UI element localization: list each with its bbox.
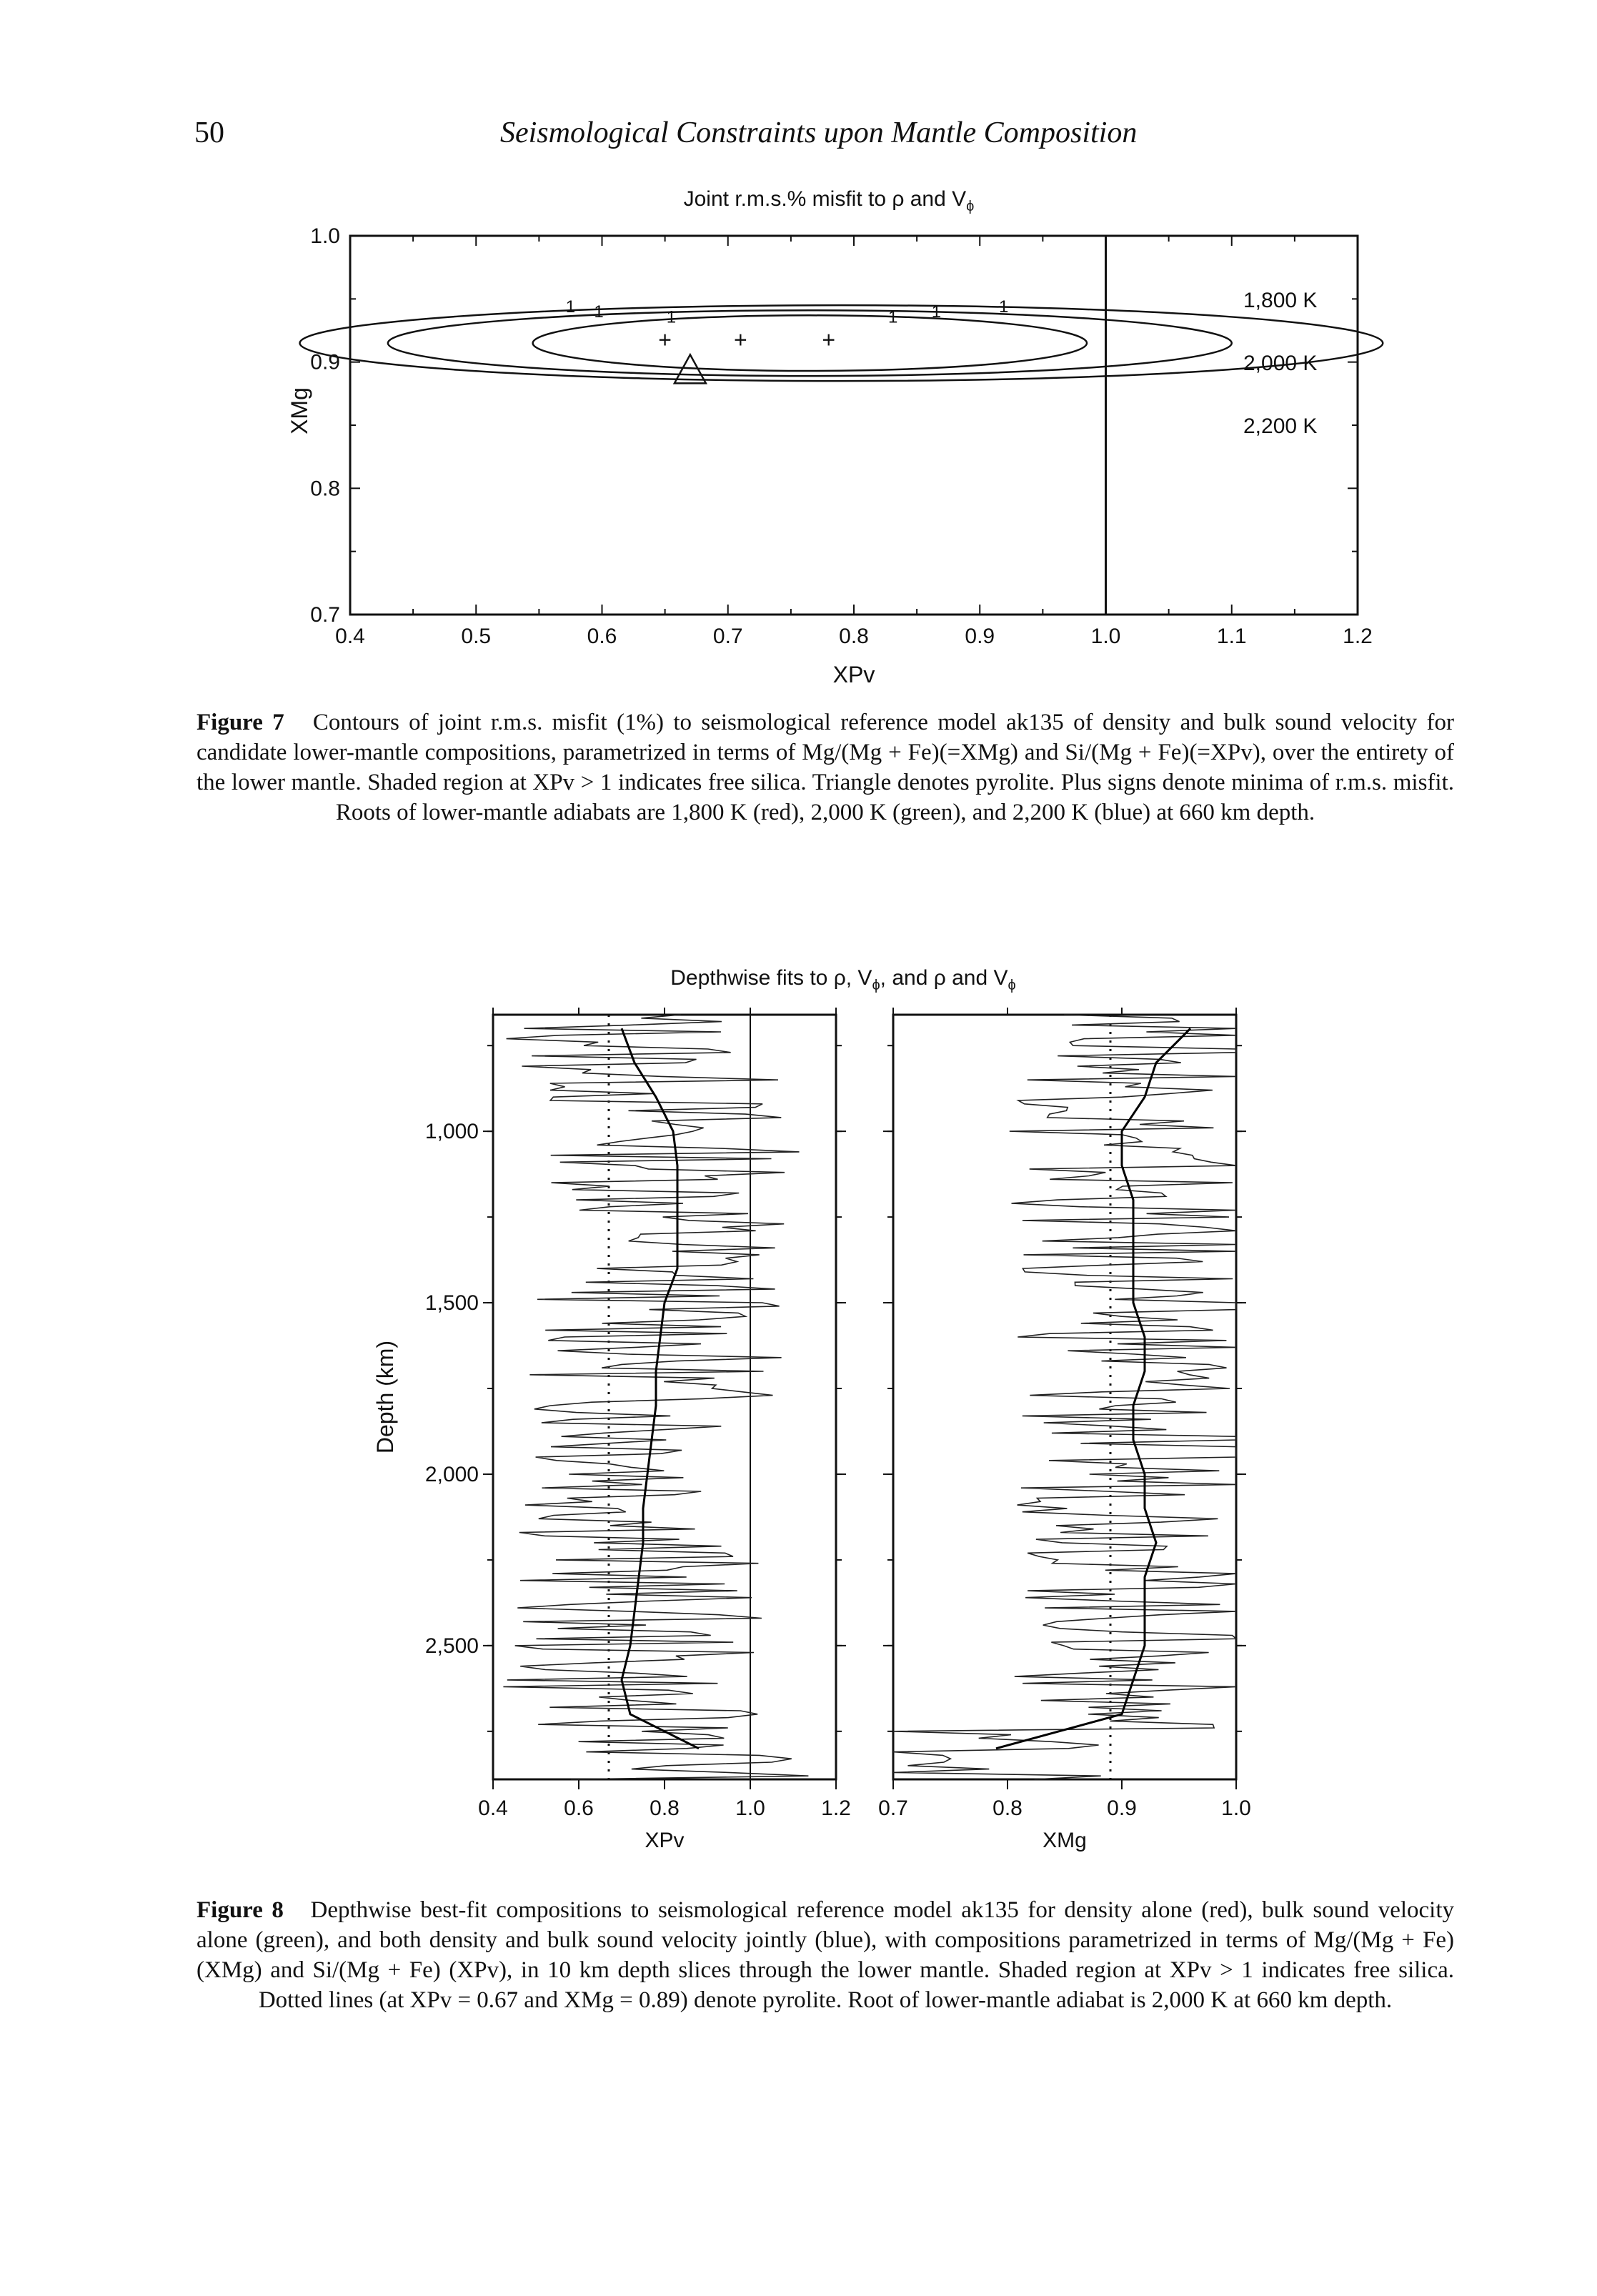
figure8-caption-text: Depthwise best-fit compositions to seism… bbox=[196, 1897, 1455, 2013]
figure7-caption-label: Figure 7 bbox=[196, 710, 284, 735]
x-tick-label: 0.5 bbox=[461, 625, 491, 648]
figure8-depth-plot: Depth (km) 1,000 1,500 2,000 2,500 0.4 0.6 0.8 1… bbox=[372, 1008, 1251, 1852]
y-tick-label: 2,000 bbox=[425, 1463, 479, 1486]
x-axis-label: XMg bbox=[1043, 1829, 1087, 1852]
single-property-fit-trace bbox=[892, 1014, 1238, 1780]
x-tick-label: 0.4 bbox=[335, 625, 365, 648]
x-tick-label: 0.4 bbox=[478, 1796, 508, 1820]
misfit-minimum-plus: + bbox=[658, 327, 672, 353]
x-tick-label: 1.0 bbox=[1091, 625, 1121, 648]
x-tick-label: 0.8 bbox=[839, 625, 869, 648]
y-tick-label: 0.8 bbox=[310, 477, 340, 500]
x-tick-label: 0.7 bbox=[878, 1796, 908, 1820]
x-tick-label: 0.8 bbox=[992, 1796, 1023, 1820]
figure8-title-text: Depthwise fits to ρ, V bbox=[670, 966, 872, 990]
figure7-caption: Figure 7 Contours of joint r.m.s. misfit… bbox=[196, 707, 1454, 828]
contour-level-label: 1 bbox=[932, 302, 941, 322]
figure7-caption-text: Contours of joint r.m.s. misfit (1%) to … bbox=[196, 710, 1454, 825]
contour-level-label: 1 bbox=[566, 297, 575, 317]
running-title: Seismological Constraints upon Mantle Co… bbox=[500, 116, 1138, 149]
contour-level-label: 1 bbox=[888, 307, 897, 327]
x-tick-label: 1.0 bbox=[735, 1796, 765, 1820]
y-tick-label: 2,500 bbox=[425, 1634, 479, 1658]
y-axis-label: XMg bbox=[287, 387, 312, 434]
x-tick-label: 1.1 bbox=[1217, 625, 1247, 648]
plot-frame bbox=[349, 234, 1359, 616]
contour-1 bbox=[532, 314, 1088, 372]
figure8-title-sub: ϕ bbox=[872, 978, 880, 993]
misfit-minimum-plus: + bbox=[734, 327, 747, 353]
page-number: 50 bbox=[194, 116, 224, 149]
figure7-title-sub: ϕ bbox=[966, 199, 975, 214]
figure7-title-text: Joint r.m.s.% misfit to ρ and V bbox=[683, 187, 967, 211]
contour-2 bbox=[387, 309, 1233, 377]
y-tick-label: 1.0 bbox=[310, 224, 340, 248]
x-tick-label: 0.8 bbox=[650, 1796, 680, 1820]
y-axis-label: Depth (km) bbox=[372, 1341, 398, 1453]
x-tick-label: 0.6 bbox=[564, 1796, 594, 1820]
x-tick-label: 0.9 bbox=[1107, 1796, 1137, 1820]
misfit-minimum-plus: + bbox=[822, 327, 835, 353]
x-tick-label: 1.0 bbox=[1221, 1796, 1251, 1820]
x-tick-label: 1.2 bbox=[821, 1796, 851, 1820]
contour-3 bbox=[299, 304, 1384, 382]
legend-label: 1,800 K bbox=[1243, 289, 1317, 312]
x-tick-label: 0.9 bbox=[965, 625, 995, 648]
x-axis-label: XPv bbox=[833, 662, 875, 686]
y-tick-label: 1,500 bbox=[425, 1291, 479, 1315]
contour-level-label: 1 bbox=[999, 297, 1008, 317]
legend-label: 2,200 K bbox=[1243, 414, 1317, 438]
figure8-caption-label: Figure 8 bbox=[196, 1897, 284, 1923]
legend-label: 2,000 K bbox=[1243, 352, 1317, 375]
contour-level-label: 1 bbox=[594, 302, 603, 322]
figure8-title: Depthwise fits to ρ, Vϕ, and ρ and Vϕ bbox=[629, 966, 1058, 994]
x-tick-label: 1.2 bbox=[1343, 625, 1373, 648]
figure7-title: Joint r.m.s.% misfit to ρ and Vϕ bbox=[643, 187, 1015, 215]
y-tick-label: 0.7 bbox=[310, 603, 340, 627]
x-tick-label: 0.6 bbox=[587, 625, 617, 648]
panel-frame bbox=[892, 1013, 1238, 1781]
figure8-caption: Figure 8 Depthwise best-fit compositions… bbox=[196, 1895, 1454, 2015]
joint-fit-line bbox=[995, 1028, 1192, 1750]
y-tick-label: 1,000 bbox=[425, 1120, 479, 1143]
figure8-title-sub2: ϕ bbox=[1008, 978, 1016, 993]
single-property-fit-trace bbox=[503, 1014, 809, 1780]
figure8-title-tail: , and ρ and V bbox=[880, 966, 1008, 990]
joint-fit-line bbox=[620, 1028, 700, 1750]
x-axis-label: XPv bbox=[645, 1829, 684, 1852]
contour-level-label: 1 bbox=[667, 307, 676, 327]
pyrolite-triangle bbox=[672, 352, 707, 384]
x-tick-label: 0.7 bbox=[713, 625, 743, 648]
